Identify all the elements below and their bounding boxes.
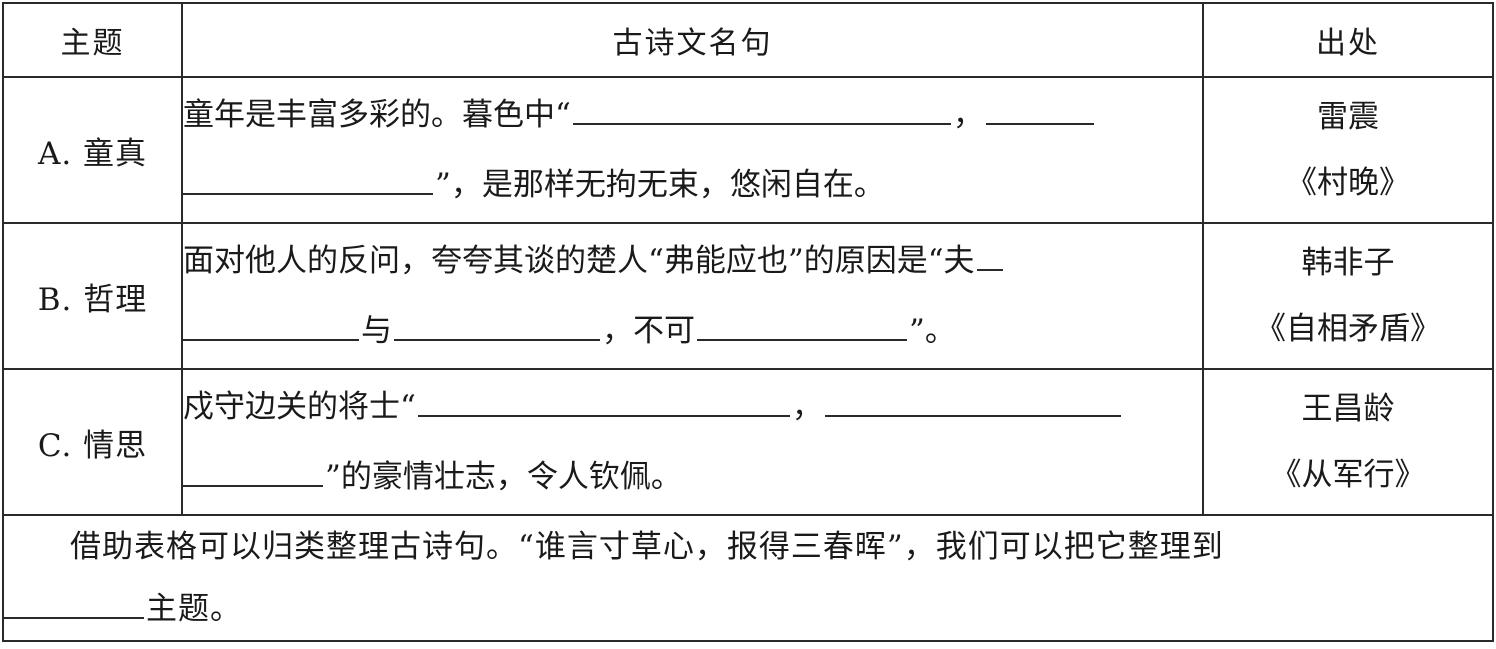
fill-blank[interactable] [824,381,1121,417]
topic-cell: B. 哲理 [2,222,183,370]
poem-cell: 面对他人的反问，夸夸其谈的楚人“弗能应也”的原因是“夫 与 ，不可 ”。 [181,222,1204,370]
header-poem: 古诗文名句 [181,2,1204,78]
fill-blank[interactable] [572,89,951,125]
source-work: 《从军行》 [1270,457,1426,493]
header-source: 出处 [1202,2,1494,78]
fill-blank[interactable] [183,451,323,487]
poem-line: ”的豪情壮志，令人钦佩。 [183,442,1202,512]
poem-text: ，不可 [602,313,695,349]
table-header-row: 主题 古诗文名句 出处 [2,2,1494,78]
poem-text: 与 [361,313,392,349]
source-cell: 雷震 《村晚》 [1202,76,1494,224]
topic-cell: A. 童真 [2,76,183,224]
table-row: B. 哲理 面对他人的反问，夸夸其谈的楚人“弗能应也”的原因是“夫 与 ，不可 ”。… [2,222,1494,370]
poem-line: 童年是丰富多彩的。暮色中“ ， [183,80,1202,150]
table-row: A. 童真 童年是丰富多彩的。暮色中“ ， ”，是那样无拘无束，悠闲自在。 雷震 … [2,76,1494,224]
fill-blank[interactable] [985,89,1094,125]
footer-line: 主题。 [4,578,1492,640]
header-topic: 主题 [2,2,183,78]
fill-blank[interactable] [697,305,907,341]
fill-blank[interactable] [4,583,144,619]
poem-cell: 戍守边关的将士“ ， ”的豪情壮志，令人钦佩。 [181,368,1204,516]
poem-text: ”的豪情壮志，令人钦佩。 [325,459,682,495]
table-row: C. 情思 戍守边关的将士“ ， ”的豪情壮志，令人钦佩。 王昌龄 《从军行》 [2,368,1494,516]
source-author: 韩非子 [1301,245,1395,281]
poem-cell: 童年是丰富多彩的。暮色中“ ， ”，是那样无拘无束，悠闲自在。 [181,76,1204,224]
footer-question: 借助表格可以归类整理古诗句。“谁言寸草心，报得三春晖”，我们可以把它整理到 主题… [2,514,1494,642]
fill-blank[interactable] [394,305,600,341]
source-work: 《村晚》 [1286,165,1410,201]
source-author: 王昌龄 [1301,391,1395,427]
poem-line: 与 ，不可 ”。 [183,296,1202,366]
poem-text: 戍守边关的将士“ [183,389,416,425]
poem-text: ”，是那样无拘无束，悠闲自在。 [435,167,885,203]
fill-blank[interactable] [976,235,1003,271]
fill-blank[interactable] [183,305,359,341]
poem-text: 童年是丰富多彩的。暮色中“ [183,97,571,133]
fill-blank[interactable] [417,381,790,417]
source-cell: 韩非子 《自相矛盾》 [1202,222,1494,370]
poem-line: 面对他人的反问，夸夸其谈的楚人“弗能应也”的原因是“夫 [183,226,1202,296]
topic-cell: C. 情思 [2,368,183,516]
poem-line: ”，是那样无拘无束，悠闲自在。 [183,150,1202,220]
source-work: 《自相矛盾》 [1255,311,1441,347]
footer-line: 借助表格可以归类整理古诗句。“谁言寸草心，报得三春晖”，我们可以把它整理到 [70,529,1224,565]
footer-text: 主题。 [146,591,242,627]
poem-text: 面对他人的反问，夸夸其谈的楚人“弗能应也”的原因是“夫 [183,243,975,279]
footer-row: 借助表格可以归类整理古诗句。“谁言寸草心，报得三春晖”，我们可以把它整理到 主题… [2,514,1494,642]
poem-text: ， [952,97,984,133]
poem-line: 戍守边关的将士“ ， [183,372,1202,442]
source-author: 雷震 [1317,99,1379,135]
source-cell: 王昌龄 《从军行》 [1202,368,1494,516]
poem-text: ”。 [909,313,956,349]
fill-blank[interactable] [183,159,433,195]
poem-text: ， [791,389,823,425]
